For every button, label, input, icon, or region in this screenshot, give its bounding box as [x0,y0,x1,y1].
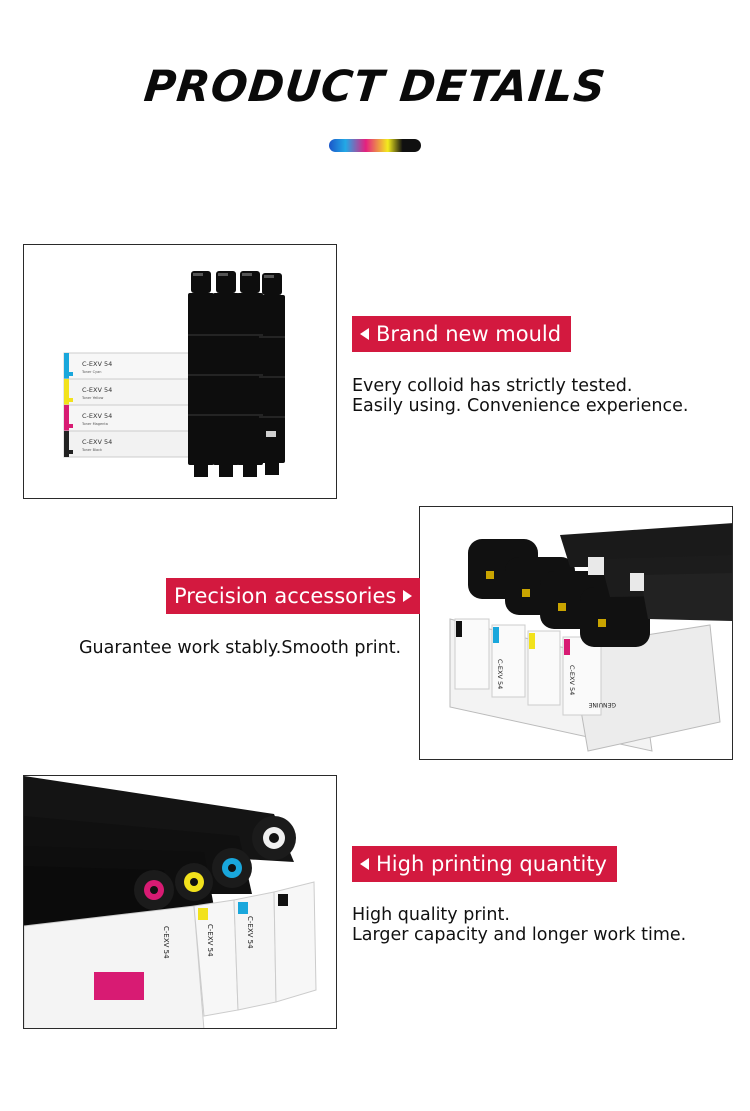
product-photo-cartridge-closeup: C-EXV 54 C-EXV 54 GENUINE [419,506,733,760]
box-label-black: C-EXV 54 [82,438,112,446]
box-label-cyan: C-EXV 54 [496,659,504,689]
arrow-right-icon [403,590,413,602]
genuine-label: GENUINE [588,701,616,708]
feature-tag-high-printing-quantity: High printing quantity [352,846,617,882]
feature-tag-brand-new-mould: Brand new mould [352,316,572,352]
toner-cartridges [188,271,285,477]
arrow-left-icon [360,328,369,340]
toner-cartridges [24,776,296,956]
feature-tag-label: Brand new mould [376,322,562,346]
box-label-yellow: C-EXV 54 [82,386,112,394]
color-accent-bar [329,139,421,152]
box-label-cyan: C-EXV 54 [246,916,254,949]
toner-set-illustration: C-EXV 54 Toner Cyan C-EXV 54 Toner Yello… [63,271,285,477]
product-photo-boxes-and-cartridges: C-EXV 54 Toner Cyan C-EXV 54 Toner Yello… [23,244,337,499]
box-sublabel-magenta: Toner Magenta [81,422,108,426]
product-photo-cartridge-ends: C-EXV 54 C-EXV 54 C-EXV 54 [23,775,337,1029]
arrow-left-icon [360,858,369,870]
toner-box-stack: C-EXV 54 Toner Cyan C-EXV 54 Toner Yello… [63,352,195,458]
toner-box-row: C-EXV 54 C-EXV 54 C-EXV 54 [24,881,317,1028]
toner-cartridges [468,523,732,647]
box-label-magenta: C-EXV 54 [162,926,170,959]
feature-tag-label: Precision accessories [174,584,397,608]
description-line: High quality print. [352,905,510,925]
box-label-magenta: C-EXV 54 [568,665,576,695]
cartridge-closeup-illustration: C-EXV 54 C-EXV 54 GENUINE [449,523,732,752]
description-line: Larger capacity and longer work time. [352,925,687,945]
box-sublabel-yellow: Toner Yellow [81,396,104,400]
box-label-cyan: C-EXV 54 [82,360,112,368]
feature-tag-precision-accessories: Precision accessories [166,578,421,614]
feature-description-3: High quality print. Larger capacity and … [352,905,686,945]
description-line: Easily using. Convenience experience. [352,396,689,416]
page-title: PRODUCT DETAILS [141,62,609,112]
toner-box-row: C-EXV 54 C-EXV 54 GENUINE [449,618,721,752]
box-sublabel-cyan: Toner Cyan [81,370,102,374]
feature-description-1: Every colloid has strictly tested. Easil… [352,376,688,416]
description-line: Guarantee work stably.Smooth print. [79,638,402,658]
box-sublabel-black: Toner Black [81,448,103,452]
cartridge-ends-illustration: C-EXV 54 C-EXV 54 C-EXV 54 [24,776,317,1028]
box-label-yellow: C-EXV 54 [206,924,214,957]
box-label-magenta: C-EXV 54 [82,412,112,420]
feature-tag-label: High printing quantity [376,852,607,876]
description-line: Every colloid has strictly tested. [352,376,633,396]
feature-description-2: Guarantee work stably.Smooth print. [79,638,401,658]
